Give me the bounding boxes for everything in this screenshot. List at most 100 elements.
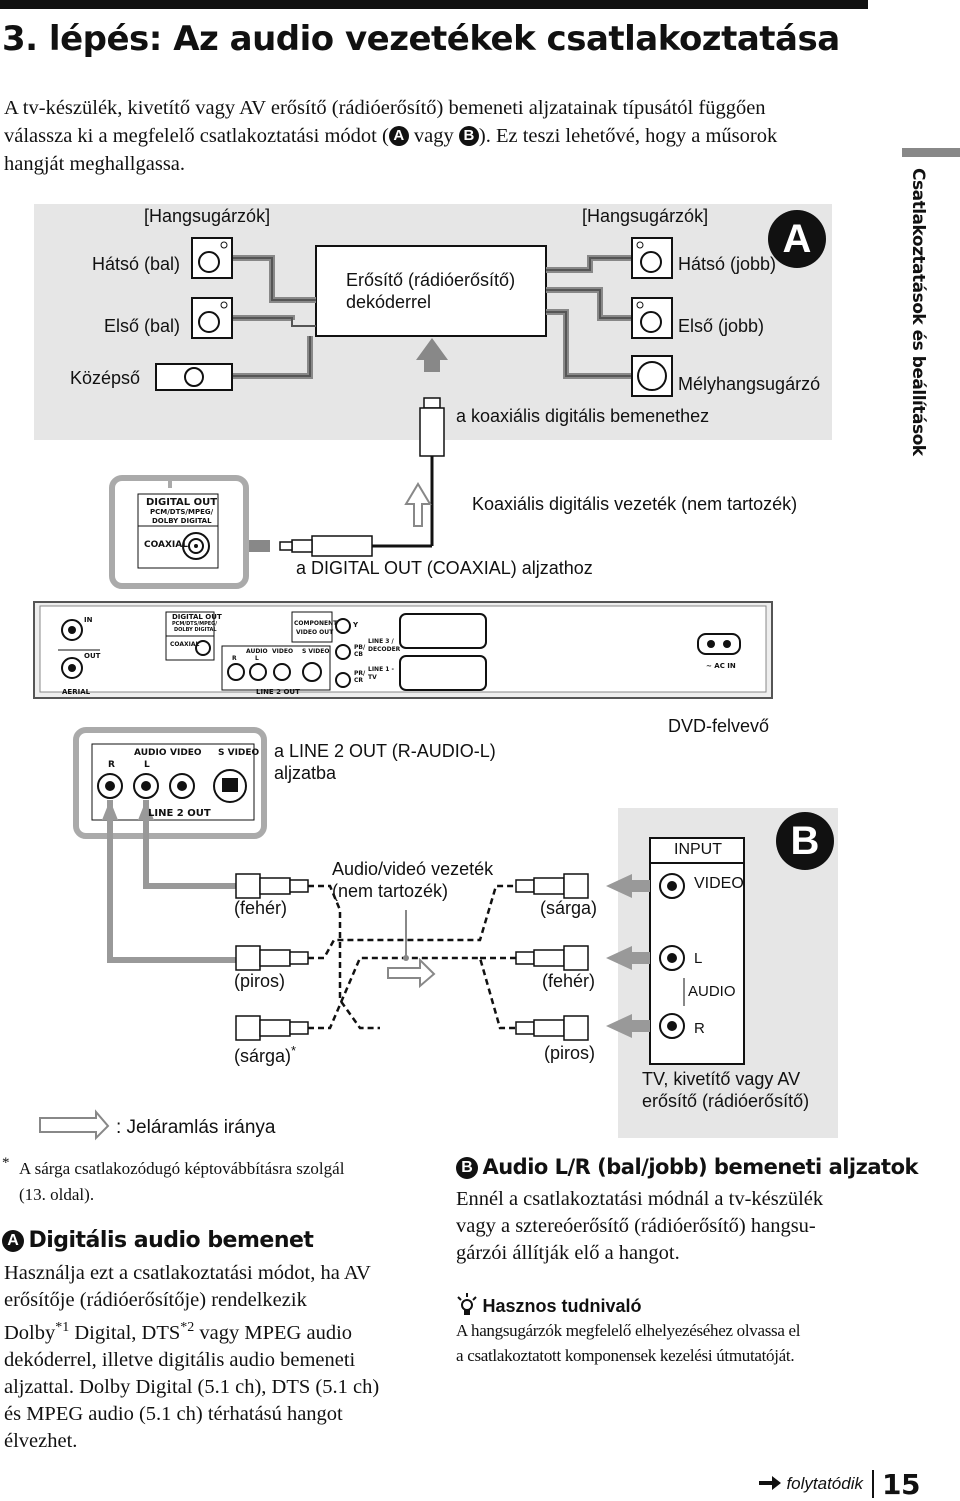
amplifier-label-1: Erősítő (rádióerősítő) (346, 270, 516, 290)
recorder-out: OUT (84, 652, 101, 660)
plugs-right (515, 873, 589, 1041)
section-b-line-3: gárzói állítják elő a hangot. (456, 1242, 680, 1264)
badge-b-diagram: B (776, 812, 834, 870)
zoom-digital-out: DIGITAL OUT (146, 497, 218, 508)
signal-flow-legend: : Jeláramlás iránya (116, 1117, 276, 1138)
hint-heading: Hasznos tudnivaló (456, 1292, 641, 1317)
recorder-formats-2: DOLBY DIGITAL (174, 627, 217, 633)
intro-line-2b: vagy (408, 125, 459, 147)
zoom-formats-1: PCM/DTS/MPEG/ (150, 508, 214, 516)
av-cable-label-2: (nem tartozék) (332, 881, 449, 901)
subwoofer-label: Mélyhangsugárzó (678, 374, 821, 394)
recorder-ac-in: ~ AC IN (706, 662, 736, 670)
intro-paragraph: A tv-készülék, kivetítő vagy AV erősítő … (4, 94, 874, 178)
section-a-title: Digitális audio bemenet (28, 1228, 314, 1253)
zoom-b-svideo: S VIDEO (218, 748, 260, 758)
line2-jack-label-1: a LINE 2 OUT (R-AUDIO-L) (274, 741, 496, 761)
center-label: Középső (70, 368, 141, 388)
intro-line-3: hangját meghallgassa. (4, 153, 186, 175)
recorder-video: VIDEO (272, 648, 294, 655)
recorder-aerial: AERIAL (62, 688, 91, 696)
recorder-tv: TV (368, 674, 377, 681)
zoom-b-l: L (144, 760, 150, 770)
plug-yellow-right: (sárga) (540, 898, 598, 918)
badge-b-heading: B (456, 1157, 478, 1179)
recorder-formats-1: PCM/DTS/MPEG/ (172, 621, 218, 627)
intro-line-2: válassza ki a megfelelő csatlakoztatási … (4, 122, 874, 150)
section-a-body: Használja ezt a csatlakoztatási módot, h… (4, 1260, 379, 1455)
footnote-line-1: A sárga csatlakozódugó képtovábbításra s… (19, 1159, 345, 1178)
intro-line-2a: válassza ki a megfelelő csatlakoztatási … (4, 125, 389, 147)
tv-caption-1: TV, kivetítő vagy AV (642, 1069, 801, 1089)
speaker-front-right (631, 297, 673, 339)
recorder-name: DVD-felvevő (668, 716, 770, 736)
zoom-b-line2out: LINE 2 OUT (148, 808, 211, 819)
zoom-b-r: R (108, 760, 115, 770)
arrow-into-amplifier (416, 338, 448, 372)
digital-out-jack-label: a DIGITAL OUT (COAXIAL) aljzathoz (296, 558, 593, 578)
top-rule (0, 0, 868, 9)
side-tab-bar (902, 148, 960, 157)
plug-yellow-left-text: (sárga) (234, 1046, 292, 1066)
hint-line-2: a csatlakoztatott komponensek kezelési ú… (456, 1346, 795, 1365)
footnote: * A sárga csatlakozódugó képtovábbításra… (2, 1155, 345, 1208)
recorder-svideo: S VIDEO (302, 648, 330, 655)
section-b-heading: B Audio L/R (bal/jobb) bemeneti aljzatok (456, 1155, 918, 1179)
recorder-pb: PB/ CB (354, 644, 366, 658)
hint-body: A hangsugárzók megfelelő elhelyezéséhez … (456, 1318, 801, 1368)
front-right-label: Első (jobb) (678, 316, 765, 336)
section-a-line-3a: Dolby (4, 1321, 56, 1344)
footer-rule (872, 1470, 874, 1498)
signal-flow-arrow (39, 1109, 110, 1141)
plug-white-left: (fehér) (234, 898, 288, 918)
zoom-b-video: VIDEO (170, 748, 202, 758)
section-a-line-3: Dolby*1 Digital, DTS*2 vagy MPEG audio (4, 1314, 379, 1347)
section-a-line-3b: Digital, DTS (69, 1321, 181, 1344)
section-a-line-4: dekóderrel, illetve digitális audio beme… (4, 1348, 356, 1371)
amplifier-label-2: dekóderrel (346, 292, 432, 312)
recorder-line2-out: LINE 2 OUT (256, 688, 300, 696)
badge-a-heading: A (2, 1230, 24, 1252)
section-a-heading: A Digitális audio bemenet (2, 1228, 314, 1253)
footnote-mark: * (2, 1155, 10, 1171)
tv-r-label: R (694, 1020, 705, 1037)
speakers-left-label: [Hangsugárzók] (144, 206, 271, 226)
recorder-coaxial: COAXIAL (170, 641, 200, 648)
badge-b-inline: B (458, 126, 479, 146)
badge-a-diagram: A (768, 210, 826, 268)
section-a-line-6: és MPEG audio (5.1 ch) térhatású hangot (4, 1402, 343, 1425)
recorder-r: R (232, 655, 237, 662)
page-number: 15 (882, 1468, 920, 1501)
recorder-decoder: DECODER (368, 646, 401, 653)
front-left-label: Első (bal) (104, 316, 181, 336)
recorder-line1: LINE 1 - (368, 666, 395, 673)
section-b-body: Ennél a csatlakoztatási módnál a tv-kész… (456, 1186, 823, 1267)
hint-title: Hasznos tudnivaló (482, 1296, 642, 1316)
section-b-title: Audio L/R (bal/jobb) bemeneti aljzatok (482, 1155, 918, 1179)
plugs-left (235, 873, 309, 1041)
recorder-component: COMPONENT (294, 620, 338, 627)
badge-a-inline: A (388, 126, 409, 146)
recorder-digital-out: DIGITAL OUT (172, 613, 222, 621)
section-a-line-3c: vagy MPEG audio (194, 1321, 353, 1344)
section-a-sup-1: *1 (55, 1320, 70, 1335)
recorder-y: Y (353, 621, 359, 629)
zoom-b-audio: AUDIO (134, 748, 167, 758)
speakers-right-label: [Hangsugárzók] (582, 206, 709, 226)
section-a-sup-2: *2 (180, 1320, 195, 1335)
page-title: 3. lépés: Az audio vezetékek csatlakozta… (2, 19, 840, 59)
continued-indicator: folytatódik (758, 1474, 863, 1494)
section-a-line-1: Használja ezt a csatlakoztatási módot, h… (4, 1262, 371, 1284)
tv-input-rule (650, 862, 744, 864)
zoom-coaxial: COAXIAL (144, 540, 188, 550)
section-a-line-5: aljzattal. Dolby Digital (5.1 ch), DTS (… (4, 1375, 380, 1398)
coax-cable-label: Koaxiális digitális vezeték (nem tartozé… (472, 494, 798, 514)
tv-caption-2: erősítő (rádióerősítő) (642, 1091, 810, 1111)
section-b-line-1: Ennél a csatlakoztatási módnál a tv-kész… (456, 1188, 824, 1210)
recorder-video-out: VIDEO OUT (296, 629, 334, 636)
plug-yellow-asterisk: * (291, 1043, 297, 1058)
plug-red-left: (piros) (234, 971, 286, 991)
coax-input-label: a koaxiális digitális bemenethez (456, 406, 710, 426)
zoom-formats-2: DOLBY DIGITAL (152, 517, 212, 525)
arrow-right-icon (759, 1476, 781, 1490)
